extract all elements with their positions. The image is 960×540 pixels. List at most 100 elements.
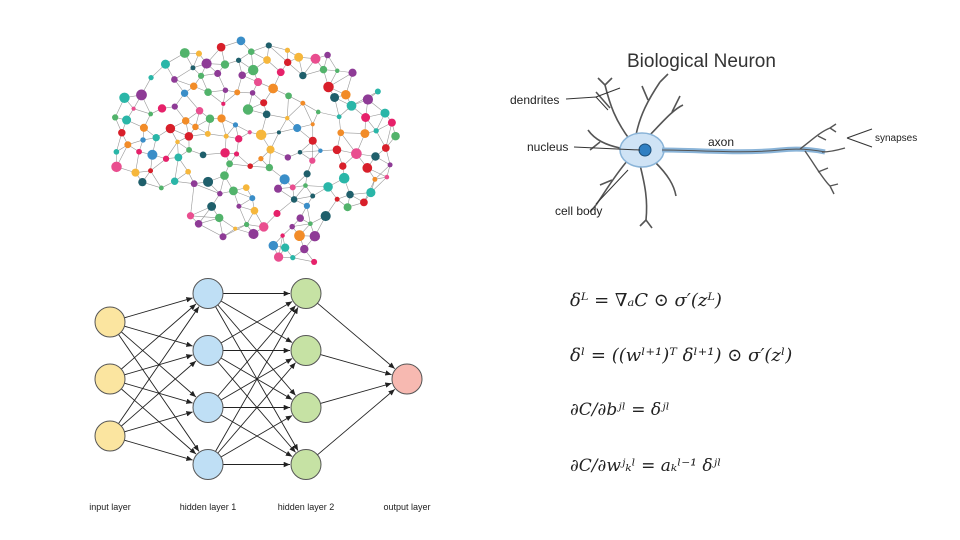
brain-node	[171, 76, 178, 83]
brain-edge	[150, 170, 162, 189]
network-connection	[118, 306, 200, 424]
brain-node	[236, 203, 242, 209]
brain-node	[338, 172, 350, 184]
brain-node	[197, 72, 205, 79]
brain-edge	[223, 92, 238, 105]
brain-node	[335, 68, 340, 73]
brain-node	[303, 170, 311, 178]
network-node	[192, 449, 224, 480]
brain-edge	[133, 108, 151, 115]
brain-node	[324, 51, 331, 59]
brain-node	[179, 48, 190, 58]
brain-edge	[276, 199, 295, 214]
network-connection	[121, 303, 197, 370]
brain-node	[139, 123, 148, 132]
brain-node	[374, 88, 381, 95]
network-connection	[320, 354, 392, 376]
brain-node	[148, 75, 154, 81]
brain-node	[283, 58, 292, 67]
brain-node	[214, 69, 222, 77]
brain-node	[249, 195, 256, 202]
brain-edge	[292, 223, 311, 227]
brain-edge	[268, 45, 288, 63]
brain-edge	[278, 118, 288, 133]
brain-edge	[236, 153, 251, 167]
brain-node	[346, 190, 354, 199]
brain-node	[300, 100, 306, 106]
brain-node	[235, 135, 243, 143]
brain-node	[235, 57, 242, 63]
brain-edge	[292, 257, 315, 263]
brain-node	[279, 174, 290, 185]
brain-node	[311, 258, 318, 265]
brain-node	[138, 178, 147, 187]
brain-node	[238, 71, 246, 79]
brain-node	[253, 77, 263, 87]
brain-node	[204, 88, 212, 96]
brain-node	[362, 163, 373, 173]
brain-node	[384, 174, 390, 180]
brain-edge	[174, 67, 194, 80]
brain-node	[346, 100, 357, 111]
brain-node	[220, 60, 230, 69]
brain-node	[186, 212, 195, 220]
network-node	[192, 392, 224, 423]
brain-node	[192, 123, 199, 131]
brain-node	[387, 162, 393, 168]
brain-node	[273, 209, 281, 218]
biological-neuron-diagram: Biological Neuron	[510, 51, 917, 229]
network-node	[192, 335, 224, 366]
brain-node	[113, 148, 120, 155]
brain-node	[194, 220, 203, 228]
synapse-branches	[799, 123, 846, 195]
brain-edge	[184, 93, 200, 111]
brain-node	[242, 104, 254, 115]
label-cell-body: cell body	[555, 204, 602, 218]
brain-node	[258, 156, 264, 162]
network-connection	[220, 415, 293, 458]
brain-node	[332, 145, 342, 155]
brain-node	[220, 171, 229, 180]
brain-node	[180, 89, 189, 97]
brain-node	[351, 148, 362, 159]
brain-node	[323, 81, 334, 93]
brain-edge	[174, 157, 179, 182]
network-node	[290, 335, 322, 366]
network-connection	[320, 382, 392, 404]
brain-node	[158, 185, 164, 191]
brain-node	[259, 222, 269, 232]
brain-node	[294, 230, 305, 242]
brain-node	[186, 146, 193, 153]
brain-edge	[190, 215, 220, 219]
brain-edge	[190, 183, 195, 216]
brain-node	[289, 223, 295, 230]
network-connections	[118, 290, 396, 468]
brain-node	[214, 213, 224, 223]
network-connection	[124, 297, 193, 319]
brain-node	[285, 92, 292, 100]
brain-node	[216, 42, 226, 52]
brain-node	[339, 162, 347, 170]
brain-node	[293, 124, 302, 133]
brain-edge	[318, 111, 340, 118]
brain-edge	[198, 223, 224, 237]
brain-node	[232, 122, 239, 128]
brain-node	[289, 184, 296, 191]
brain-node	[247, 64, 259, 76]
brain-node	[330, 92, 340, 102]
brain-node	[162, 155, 170, 162]
network-node	[290, 278, 322, 309]
brain-node	[303, 183, 308, 188]
brain-node	[308, 221, 313, 227]
brain-node	[247, 48, 255, 56]
brain-node	[165, 123, 176, 134]
equation-3: ∂C/∂bʲˡ = δʲˡ	[570, 400, 670, 420]
brain-node	[290, 196, 298, 203]
brain-edge	[268, 45, 288, 51]
brain-node	[268, 83, 279, 94]
brain-node	[243, 221, 250, 228]
layer-label: hidden layer 2	[278, 502, 335, 512]
brain-node	[266, 145, 275, 154]
brain-node	[124, 141, 132, 149]
brain-node	[189, 82, 198, 90]
